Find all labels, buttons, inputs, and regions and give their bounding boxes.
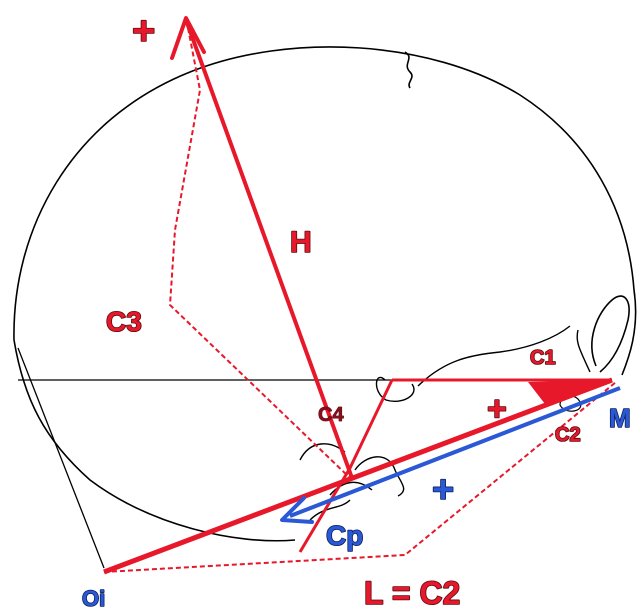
h-label: H	[290, 226, 312, 259]
cp-vector-line	[289, 386, 621, 518]
m-label: M	[609, 403, 631, 433]
cp-arrowhead	[280, 496, 314, 524]
dashed-construction-lines	[103, 27, 617, 573]
plus-top-label: +	[132, 9, 155, 53]
cp-label: Cp	[326, 520, 363, 551]
oi-label: Oi	[82, 586, 105, 610]
suture-mark	[404, 51, 413, 89]
red-solid-lines	[103, 19, 613, 575]
c1-label: C1	[530, 347, 556, 369]
h-arrowhead	[170, 16, 206, 60]
cranial-base	[299, 325, 571, 521]
c4-label: C4	[318, 404, 344, 426]
angle-wedge-c1	[528, 380, 612, 404]
plus-blue-label: +	[432, 469, 454, 511]
c2-small-label: C2	[555, 424, 581, 446]
orbit-outline	[591, 295, 630, 373]
plus-mid-label: +	[487, 390, 507, 428]
c3-label: C3	[106, 306, 142, 337]
occipital-black-line	[17, 347, 105, 569]
l-equals-c2-label: L = C2	[364, 575, 460, 610]
skull-outline	[13, 46, 637, 542]
nasal-outline	[576, 329, 591, 373]
